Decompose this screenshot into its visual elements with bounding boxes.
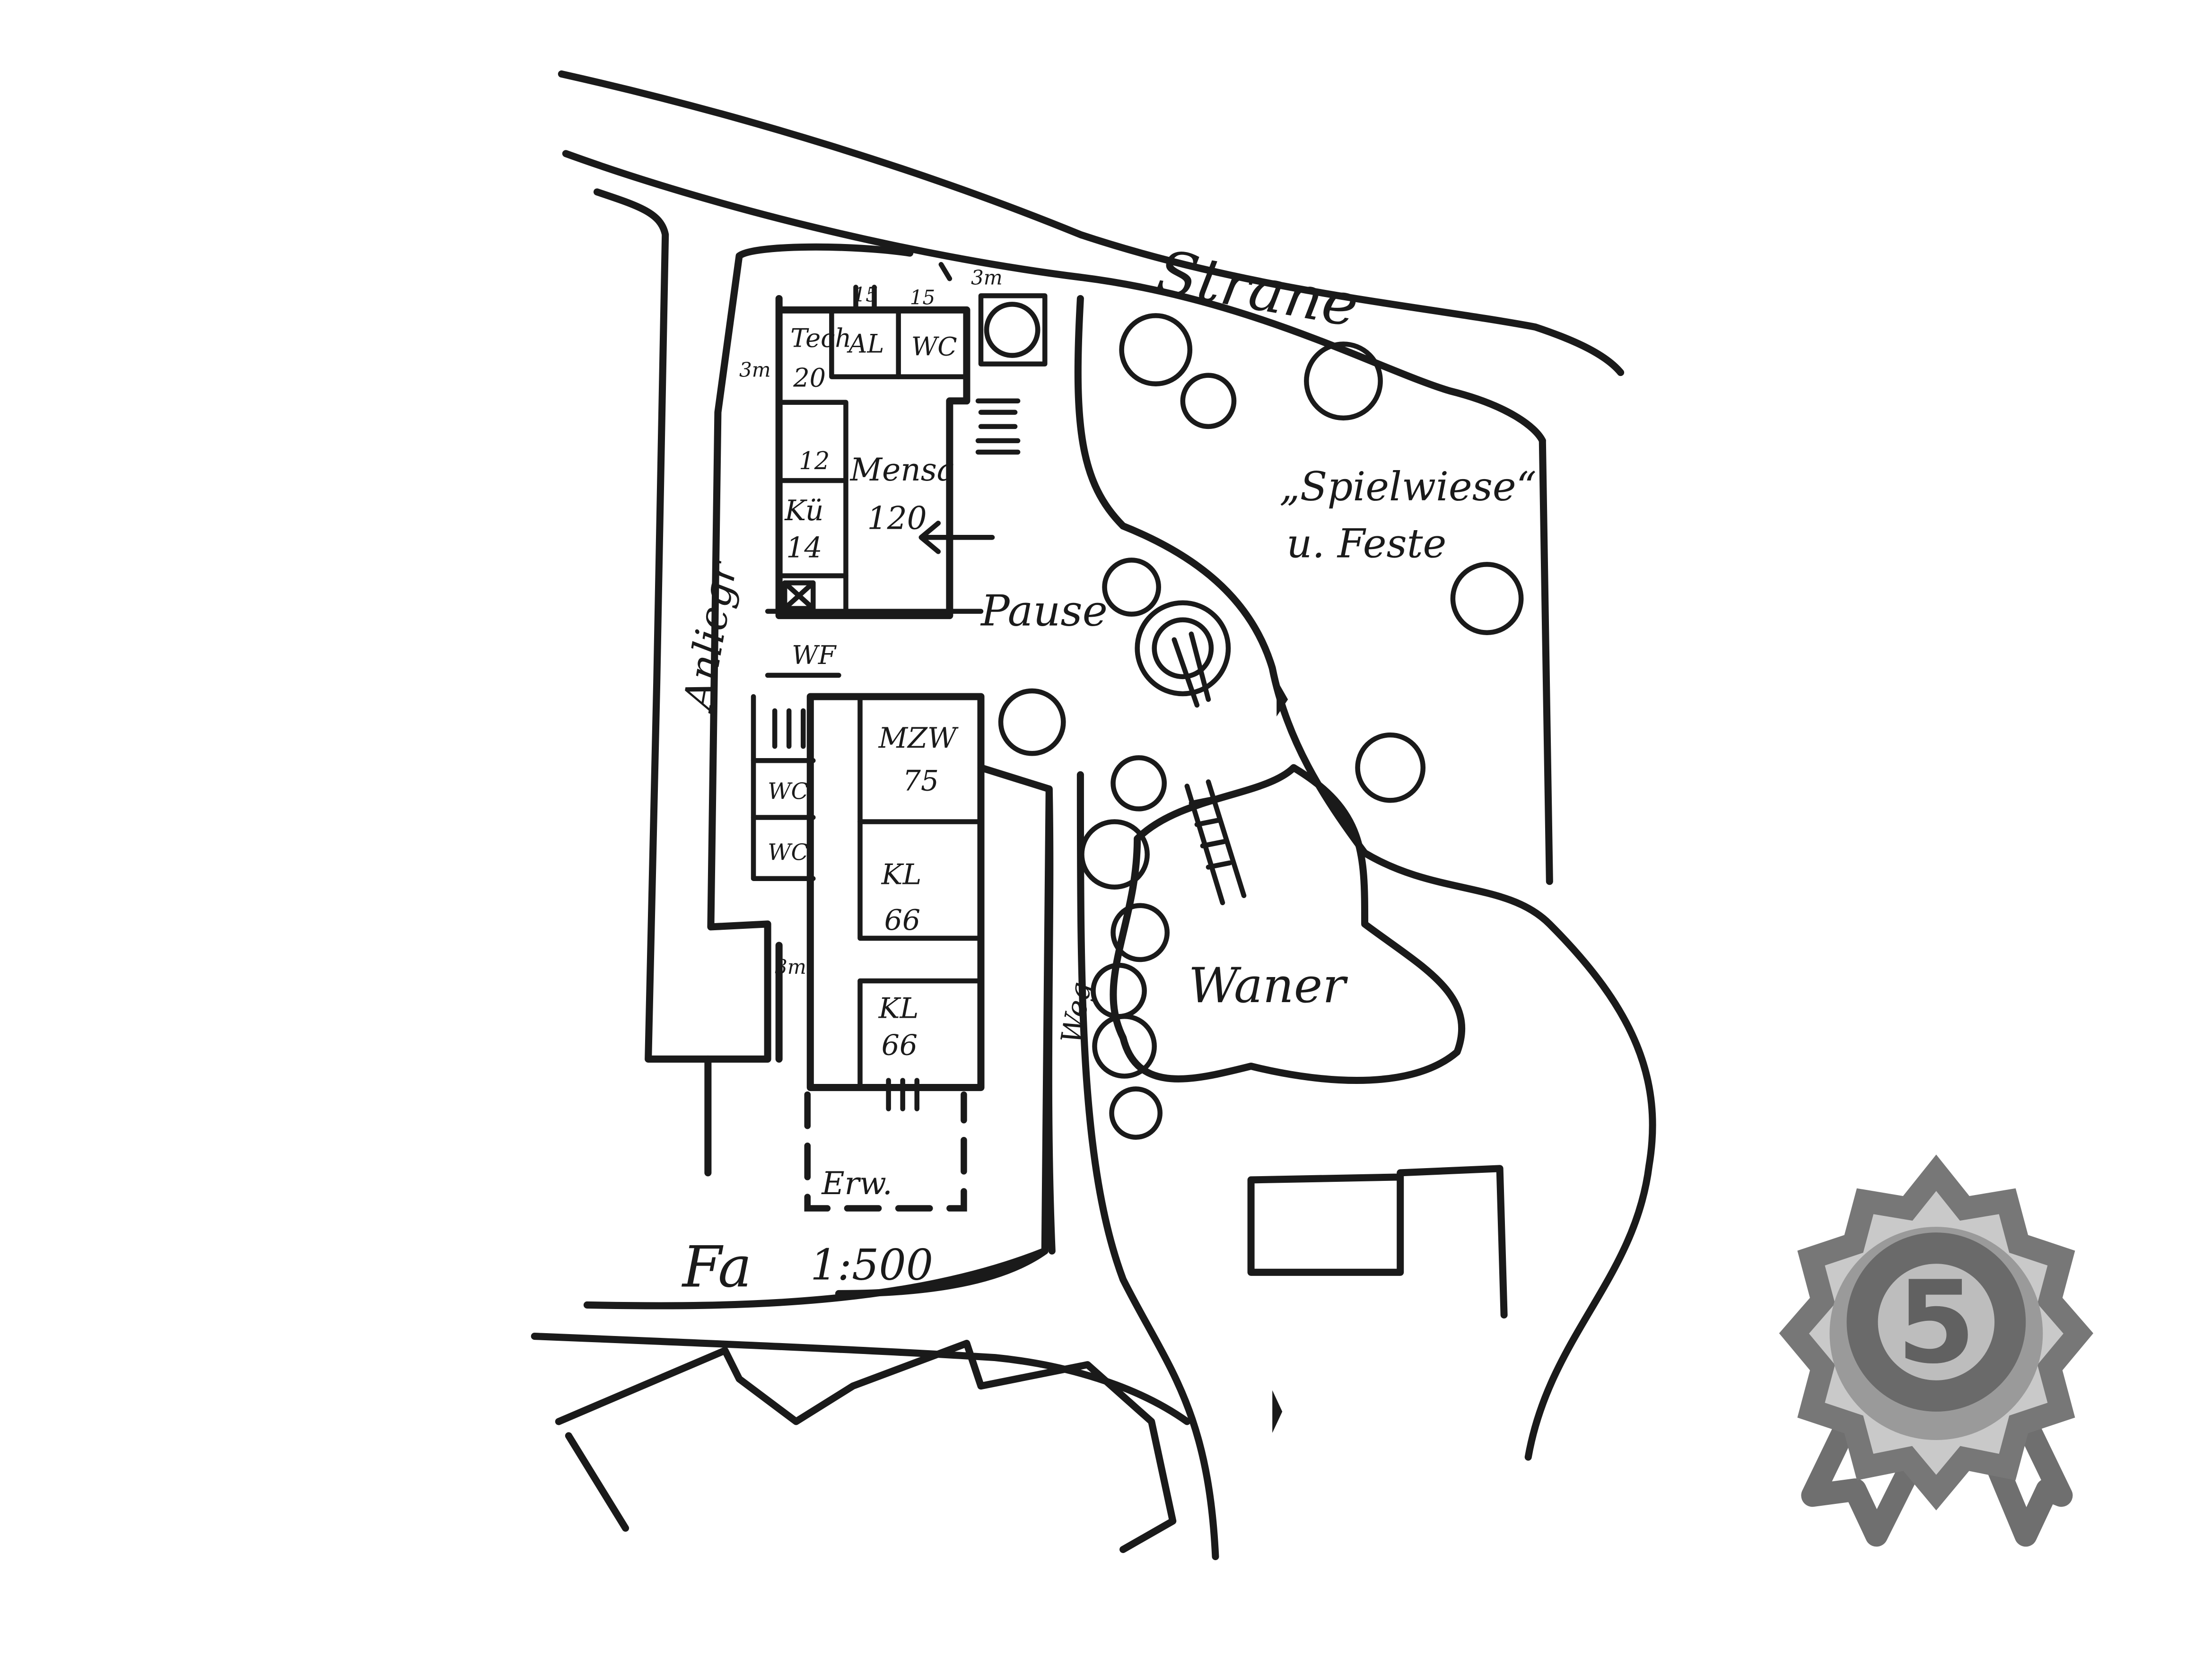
scale-label: 1:500 <box>810 1240 933 1290</box>
bench-symbol <box>975 398 1021 455</box>
planter-box <box>978 293 1048 367</box>
room-wf: WF <box>792 640 837 670</box>
room-mensa-area: 120 <box>867 500 927 536</box>
room-wc-top: WC <box>911 332 957 362</box>
badge-number: 5 <box>1897 1257 1976 1389</box>
break-area-label: Pause <box>980 586 1108 636</box>
room-12: 12 <box>799 447 830 475</box>
room-tech-area: 20 <box>793 363 826 393</box>
break-area-arrow <box>918 520 995 554</box>
signature: Fa <box>682 1234 752 1300</box>
room-mensa-name: Mensa <box>849 452 955 488</box>
dimension-labels: 3m 3m 3m 15 15 <box>739 262 1003 978</box>
trees <box>998 313 1524 1140</box>
direction-marker-2 <box>1272 1390 1283 1433</box>
jetty <box>1184 779 1247 906</box>
room-kue-area: 14 <box>786 531 822 564</box>
neighbor-building <box>1247 1165 1508 1318</box>
room-labels: Tech 20 AL WC 12 Kü 14 Mensa 120 WF MZW … <box>768 323 959 1202</box>
badge-disc <box>1846 1232 2026 1412</box>
room-kl1-name: KL <box>881 858 922 891</box>
room-wc-mid: WC <box>768 778 808 804</box>
access-road-label: Anliegr <box>674 557 746 716</box>
pond-label: Waner <box>1189 958 1348 1014</box>
dim-3m-left: 3m <box>739 358 771 382</box>
pond-outline <box>1110 764 1466 1084</box>
dim-15-b: 15 <box>910 286 936 309</box>
meadow-label-2: u. Feste <box>1286 520 1446 567</box>
room-wc-low: WC <box>768 839 808 866</box>
extension-label: Erw. <box>821 1165 892 1202</box>
room-mzw-name: MZW <box>878 722 959 755</box>
dim-3m-bottom: 3m <box>775 955 806 978</box>
meadow-label-1: „Spielwiese“ <box>1279 463 1537 510</box>
building <box>704 295 1053 1297</box>
road-lines <box>558 70 1625 1063</box>
planter-tree <box>984 302 1040 358</box>
rank-badge: 5 <box>1779 1154 2094 1547</box>
room-kl2-area: 66 <box>882 1029 918 1062</box>
road-label: Strane <box>1152 237 1364 341</box>
room-kue-name: Kü <box>784 494 823 527</box>
room-tech-name: Tech <box>790 323 851 353</box>
room-kl2-name: KL <box>878 992 919 1025</box>
lower-road <box>531 1247 1191 1553</box>
room-kl1-area: 66 <box>884 904 921 937</box>
room-al: AL <box>846 329 884 359</box>
path <box>1045 295 1656 1560</box>
dim-3m-top: 3m <box>971 266 1003 289</box>
direction-marker <box>1276 679 1288 717</box>
room-mzw-area: 75 <box>903 764 939 797</box>
